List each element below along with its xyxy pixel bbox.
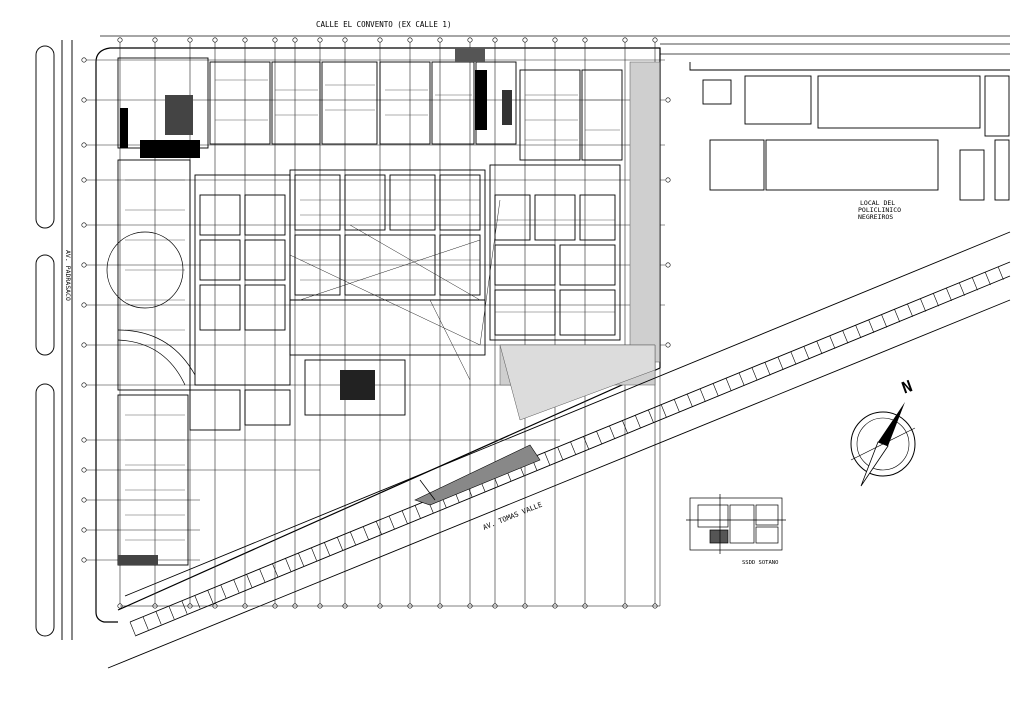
parking-stalls <box>129 266 1004 636</box>
parking-stall-line <box>725 377 732 392</box>
parking-stall-line <box>375 521 382 535</box>
parking-stall-line <box>246 574 253 588</box>
parking-stall-line <box>194 595 201 609</box>
parking-stall-line <box>971 277 978 291</box>
neighbor-label: LOCAL DEL POLICLINICO NEGREIROS <box>858 199 901 221</box>
parking-stall-line <box>362 526 369 540</box>
parking-stall-line <box>712 383 719 397</box>
south-street-label: AV. TOMAS VALLE <box>482 501 544 532</box>
parking-stall-line <box>984 271 991 286</box>
inset-caption: SSDD SOTANO <box>742 560 778 566</box>
neighbor-label-line-1: LOCAL DEL <box>860 199 895 207</box>
parking-stall-line <box>855 324 862 339</box>
parking-stall-line <box>220 584 227 598</box>
parking-stall-line <box>777 356 784 371</box>
parking-stall-line <box>997 266 1004 280</box>
parking-stall-line <box>635 415 641 429</box>
neighbor-buildings <box>689 62 1010 201</box>
parking-stall-line <box>596 430 603 445</box>
parking-stall-line <box>259 568 266 583</box>
parking-stall-line <box>609 425 615 439</box>
parking-stall-line <box>959 282 965 296</box>
interior-partitions <box>125 79 620 541</box>
neighbor-label-line-2: POLICLINICO <box>858 206 901 214</box>
parking-stall-line <box>751 367 758 381</box>
diagonal-lines <box>289 199 501 381</box>
parking-stall-line <box>894 309 901 323</box>
parking-stall-line <box>868 319 875 333</box>
parking-stall-line <box>414 505 421 519</box>
parking-stall-line <box>155 611 162 625</box>
parking-stall-line <box>829 335 836 349</box>
north-letter: N <box>899 376 915 397</box>
entrance-plaza <box>106 231 196 386</box>
parking-stall-line <box>233 579 240 593</box>
parking-stall-line <box>764 362 771 376</box>
parking-stall-line <box>129 621 136 636</box>
parking-stall-line <box>181 600 188 614</box>
parking-stall-line <box>285 558 292 572</box>
parking-stall-line <box>168 605 175 620</box>
parking-stall-line <box>686 393 693 408</box>
west-street-label: AV. PADRASACO <box>64 250 72 301</box>
parking-stall-line <box>933 293 939 307</box>
parking-stall-line <box>946 287 952 302</box>
parking-stall-line <box>272 563 279 577</box>
inset-key-plan <box>686 494 786 554</box>
parking-stall-line <box>207 590 214 604</box>
parking-stall-line <box>790 351 797 365</box>
parking-stall-line <box>920 298 926 312</box>
parking-stall-line <box>557 446 564 461</box>
neighbor-label-line-3: NEGREIROS <box>858 213 893 221</box>
north-arrow-icon: N <box>850 376 916 487</box>
west-avenue <box>35 40 73 640</box>
parking-stall-line <box>803 346 810 360</box>
hatched-zones <box>118 48 512 565</box>
grid-bubbles <box>117 37 658 609</box>
north-street <box>100 35 1010 55</box>
parking-stall-line <box>583 436 590 450</box>
parking-stall-line <box>350 531 356 545</box>
landscape-zones <box>499 61 661 421</box>
parking-stall-line <box>648 409 654 424</box>
parking-stall-line <box>907 303 913 317</box>
side-grid-bubbles <box>81 57 671 563</box>
north-street-label: CALLE EL CONVENTO (EX CALLE 1) <box>316 20 451 29</box>
parking-stall-line <box>881 314 888 328</box>
parking-stall-line <box>324 542 330 556</box>
bottom-dimension <box>120 48 661 607</box>
parking-stall-line <box>622 420 628 434</box>
parking-stall-line <box>142 616 149 630</box>
parking-stall-line <box>816 340 823 355</box>
parking-stall-line <box>298 552 304 567</box>
site-boundary <box>95 47 661 623</box>
parking-stall-line <box>337 537 343 551</box>
parking-stall-line <box>388 515 395 530</box>
parking-stall-line <box>401 510 408 524</box>
parking-stall-line <box>570 441 577 455</box>
parking-stall-line <box>544 452 551 466</box>
south-avenue <box>107 231 1011 669</box>
access-ramp <box>414 444 541 506</box>
parking-stall-line <box>311 547 317 561</box>
parking-stall-line <box>842 330 849 344</box>
parking-stall-line <box>673 399 680 413</box>
building-rooms <box>117 57 623 566</box>
parking-stall-line <box>699 388 706 402</box>
parking-stall-line <box>738 372 745 386</box>
parking-stall-line <box>660 404 667 418</box>
